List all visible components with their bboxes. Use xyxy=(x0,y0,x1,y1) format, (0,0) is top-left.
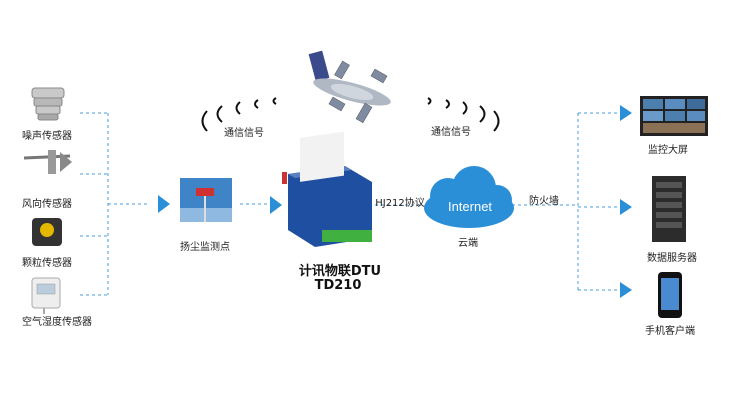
monitor-wall-icon xyxy=(640,96,708,136)
sensor-connectors xyxy=(80,112,618,296)
arrow-to-monitor xyxy=(620,105,632,121)
dtu-model: TD210 xyxy=(314,278,362,293)
signal-left-label: 通信信号 xyxy=(224,128,264,139)
mobile-phone-icon xyxy=(658,272,682,318)
particle-sensor-icon xyxy=(32,218,62,246)
mobile-client-label: 手机客户端 xyxy=(645,326,695,337)
internet-cloud-icon xyxy=(424,166,514,228)
arrow-heads xyxy=(158,105,632,298)
arrow-to-phone xyxy=(620,282,632,298)
signal-waves-left xyxy=(201,97,277,132)
satellite-icon xyxy=(308,50,391,124)
server-rack-icon xyxy=(652,176,686,242)
arrow-to-server xyxy=(620,199,632,215)
humidity-sensor-label: 空气湿度传感器 xyxy=(22,317,92,328)
wind-sensor-label: 风向传感器 xyxy=(22,199,72,210)
cloud-text: Internet xyxy=(447,199,493,214)
noise-sensor-icon xyxy=(31,87,65,121)
particle-sensor-label: 颗粒传感器 xyxy=(22,258,72,269)
protocol-label: HJ212协议 xyxy=(375,198,425,209)
wind-direction-sensor-icon xyxy=(23,150,72,174)
data-server-label: 数据服务器 xyxy=(647,253,697,264)
arrow-to-dtu xyxy=(270,196,282,214)
signal-right-label: 通信信号 xyxy=(431,127,471,138)
humidity-sensor-icon xyxy=(31,277,61,314)
dust-monitor-station-icon xyxy=(180,178,232,222)
signal-waves-right xyxy=(427,97,500,132)
cloud-label: 云端 xyxy=(458,238,478,249)
dtu-device-icon xyxy=(282,131,372,247)
arrow-to-station xyxy=(158,195,170,213)
noise-sensor-label: 噪声传感器 xyxy=(22,131,72,142)
monitoring-point-label: 扬尘监测点 xyxy=(180,242,230,253)
dtu-title: 计讯物联DTU xyxy=(298,264,382,279)
monitor-wall-label: 监控大屏 xyxy=(648,145,688,156)
firewall-label: 防火墙 xyxy=(529,196,559,207)
